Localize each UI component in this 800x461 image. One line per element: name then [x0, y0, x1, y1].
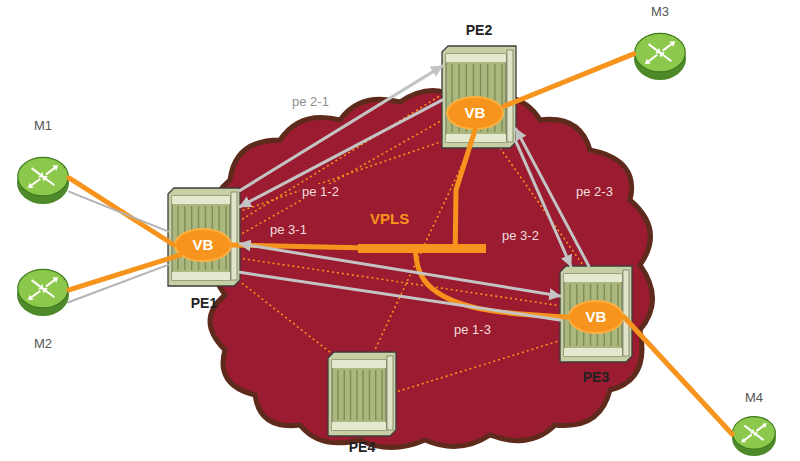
pseudowire-arrow — [240, 66, 442, 190]
virtual-bridge: VB — [568, 300, 624, 334]
router-node: M3 — [628, 4, 692, 82]
node-label: PE3 — [581, 369, 611, 387]
node-label: PE2 — [464, 22, 494, 40]
router-node: M4 — [722, 390, 786, 458]
pseudowire-arrow — [240, 100, 442, 206]
chassis-shape — [560, 266, 632, 386]
node-label: VB — [191, 236, 216, 255]
cloud-shape — [210, 91, 653, 448]
pe-router: VB PE1 — [168, 188, 240, 312]
router-node: M2 — [12, 262, 74, 352]
pseudowire-label: pe 3-1 — [268, 222, 309, 238]
node-label: VB — [463, 104, 488, 123]
node-label: M2 — [32, 336, 54, 352]
pseudowire-label: pe 1-3 — [452, 322, 493, 338]
node-label: PE1 — [189, 295, 219, 313]
access-link — [68, 265, 168, 303]
router-node: M1 — [12, 118, 74, 210]
virtual-bridge: VB — [174, 228, 232, 262]
node-label: VPLS — [368, 210, 411, 229]
node-label: VB — [584, 308, 609, 327]
dotted-mesh — [238, 92, 585, 392]
node-label: M1 — [32, 118, 54, 134]
pseudowire-arrow — [240, 272, 560, 320]
pseudowire-label: pe 2-1 — [290, 94, 331, 110]
pseudowire-label: pe 1-2 — [300, 184, 341, 200]
vpls-link — [69, 255, 180, 290]
chassis-shape — [442, 22, 516, 148]
pseudowire-arrow — [240, 244, 560, 296]
node-label: M4 — [743, 390, 765, 406]
node-label: PE4 — [347, 439, 377, 457]
virtual-bridge: VB — [446, 96, 504, 130]
node-label: M3 — [649, 4, 671, 20]
pe-router: VB PE2 — [442, 22, 516, 148]
pseudowire-label: pe 2-3 — [574, 184, 615, 200]
vpls-link — [624, 317, 732, 434]
vpls-bus: VPLS — [358, 210, 486, 254]
pe-router: VB PE3 — [560, 266, 632, 386]
vpls-link — [69, 178, 174, 245]
pseudowire-label: pe 3-2 — [500, 228, 541, 244]
pe-router: PE4 — [328, 352, 396, 456]
vpls-link — [504, 54, 634, 106]
access-link — [69, 192, 168, 232]
pseudowire-arrow — [516, 142, 571, 266]
